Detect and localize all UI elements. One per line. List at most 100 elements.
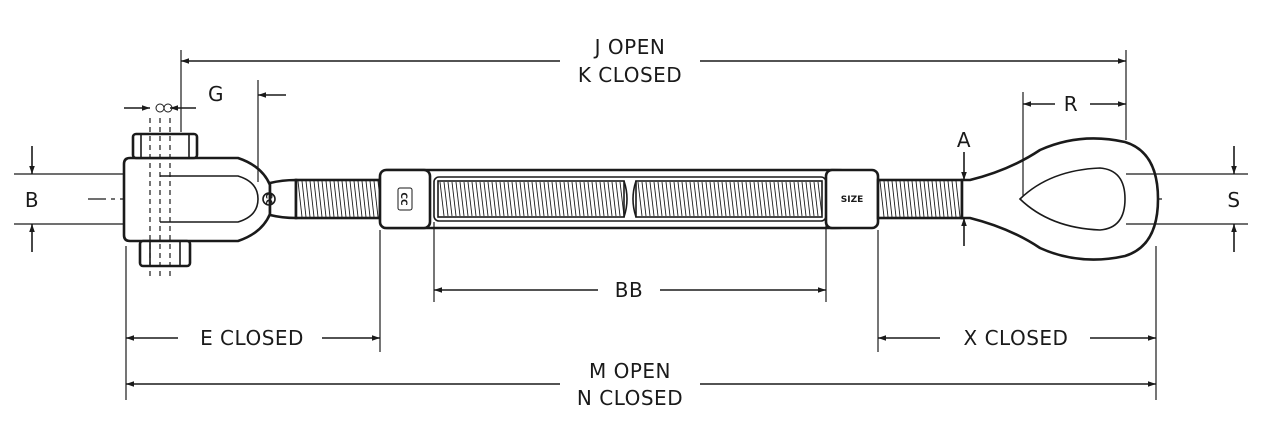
thread-line <box>685 181 691 217</box>
thread-line <box>325 180 331 218</box>
thread-line <box>903 180 909 218</box>
thread-line <box>709 181 715 217</box>
thread-line <box>669 181 675 217</box>
thread-line <box>765 181 771 217</box>
thread-line <box>467 181 473 217</box>
thread-line <box>883 180 889 218</box>
thread-line <box>665 181 671 217</box>
dimension-m-n: M OPEN N CLOSED <box>126 359 1156 410</box>
thread-line <box>749 181 755 217</box>
thread-line <box>313 180 319 218</box>
dimension-b: B <box>14 146 124 252</box>
thread-line <box>915 180 921 218</box>
label-g: G <box>208 82 224 106</box>
thread-line <box>595 181 601 217</box>
thread-line <box>341 180 347 218</box>
thread-line <box>887 180 893 218</box>
thread-line <box>507 181 513 217</box>
thread-line <box>337 180 343 218</box>
thread-line <box>369 180 375 218</box>
thread-line <box>817 181 823 217</box>
thread-line <box>645 181 651 217</box>
thread-line <box>619 181 625 217</box>
thread-line <box>753 181 759 217</box>
thread-line <box>451 181 457 217</box>
thread-line <box>673 181 679 217</box>
thread-line <box>809 181 815 217</box>
thread-line <box>733 181 739 217</box>
thread-line <box>491 181 497 217</box>
thread-line <box>503 181 509 217</box>
thread-line <box>583 181 589 217</box>
thread-line <box>801 181 807 217</box>
thread-line <box>547 181 553 217</box>
thread-line <box>713 181 719 217</box>
thread-line <box>947 180 953 218</box>
dimension-a: A <box>957 128 971 246</box>
thread-line <box>329 180 335 218</box>
thread-line <box>373 180 379 218</box>
thread-line <box>907 180 913 218</box>
brand-mark-left: CC <box>263 192 273 206</box>
label-e-closed: E CLOSED <box>200 326 304 350</box>
dimension-e-closed: E CLOSED <box>125 230 381 400</box>
dimension-r: R <box>1022 92 1126 196</box>
thread-line <box>919 180 925 218</box>
thread-line <box>309 180 315 218</box>
thread-line <box>721 181 727 217</box>
dimension-g: G <box>124 80 286 182</box>
thread-line <box>527 181 533 217</box>
thread-line <box>607 181 613 217</box>
thread-line <box>697 181 703 217</box>
thread-line <box>297 180 303 218</box>
thread-line <box>879 180 885 218</box>
thread-line <box>317 180 323 218</box>
thread-line <box>365 180 371 218</box>
thread-line <box>805 181 811 217</box>
thread-line <box>729 181 735 217</box>
thread-line <box>571 181 577 217</box>
thread-line <box>555 181 561 217</box>
thread-line <box>705 181 711 217</box>
thread-line <box>499 181 505 217</box>
brand-mark-body: CC <box>398 192 408 206</box>
left-threaded-rod <box>294 178 384 220</box>
thread-line <box>591 181 597 217</box>
thread-line <box>523 181 529 217</box>
label-x-closed: X CLOSED <box>964 326 1069 350</box>
thread-line <box>455 181 461 217</box>
size-mark: SIZE <box>841 195 864 205</box>
thread-line <box>661 181 667 217</box>
thread-line <box>495 181 501 217</box>
thread-line <box>333 180 339 218</box>
thread-line <box>345 180 351 218</box>
thread-line <box>785 181 791 217</box>
thread-line <box>717 181 723 217</box>
thread-line <box>927 180 933 218</box>
thread-line <box>479 181 485 217</box>
thread-line <box>551 181 557 217</box>
thread-line <box>677 181 683 217</box>
thread-line <box>543 181 549 217</box>
thread-line <box>637 181 643 217</box>
thread-line <box>935 180 941 218</box>
thread-line <box>781 181 787 217</box>
label-j-open: J OPEN <box>593 35 666 59</box>
label-b: B <box>25 188 39 212</box>
label-m-open: M OPEN <box>589 359 671 383</box>
eye-end-fitting <box>960 137 1160 261</box>
thread-line <box>899 180 905 218</box>
thread-line <box>321 180 327 218</box>
thread-line <box>535 181 541 217</box>
thread-line <box>305 180 311 218</box>
thread-line <box>773 181 779 217</box>
thread-line <box>895 180 901 218</box>
thread-line <box>761 181 767 217</box>
thread-line <box>443 181 449 217</box>
thread-line <box>301 180 307 218</box>
thread-line <box>641 181 647 217</box>
dimension-s: S <box>1126 146 1248 252</box>
thread-line <box>955 180 961 218</box>
label-bb: BB <box>615 278 643 302</box>
